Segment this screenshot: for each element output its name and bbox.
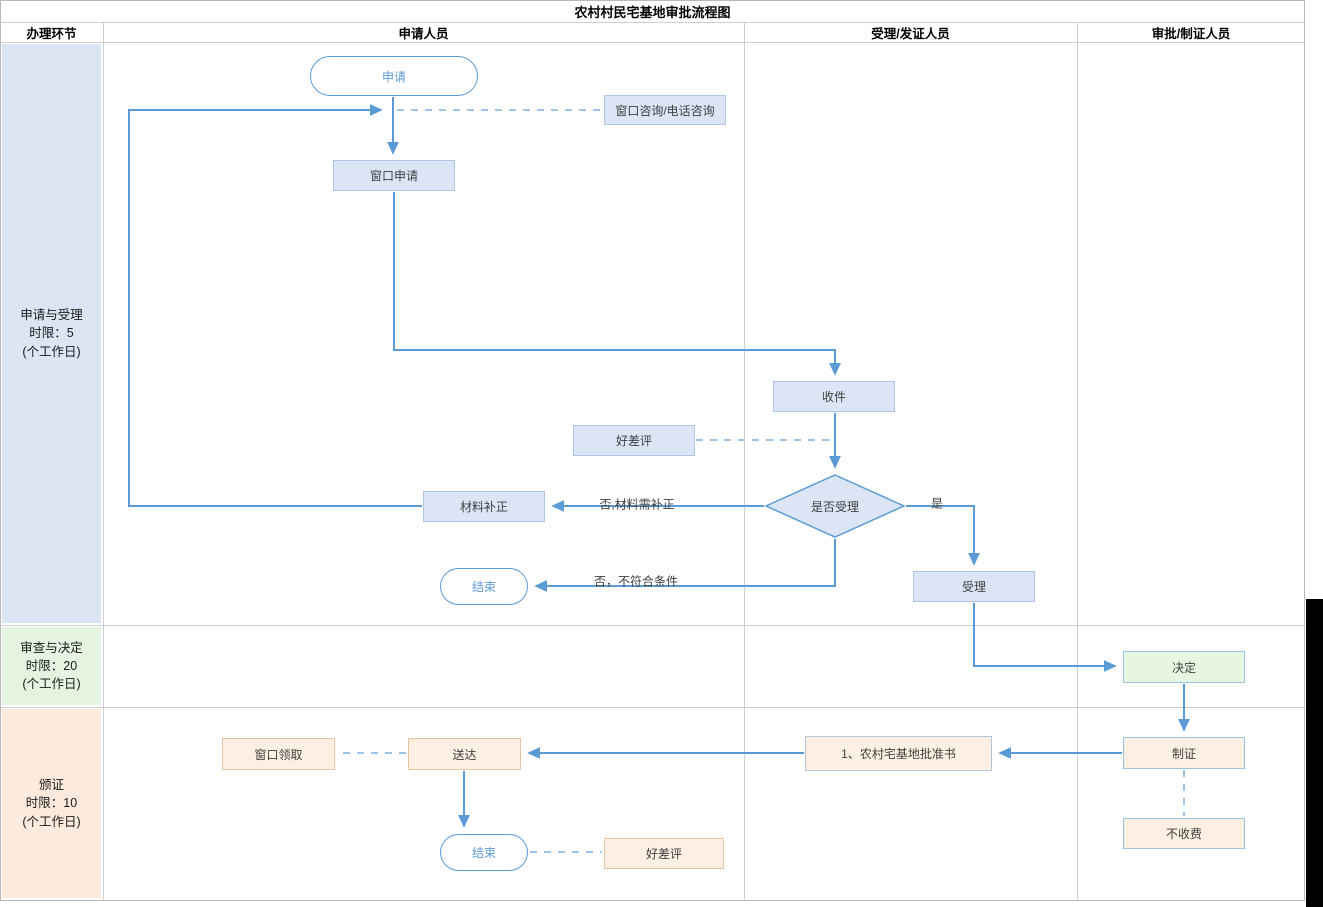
- lane2-divider: [0, 707, 1305, 708]
- connector-accept-to-decide: [973, 603, 1117, 672]
- correction-node: 材料补正: [423, 491, 545, 522]
- lane-label-certify: 颁证 时限：10 (个工作日): [2, 709, 101, 898]
- lane2-unit: (个工作日): [22, 677, 81, 692]
- make-cert-node: 制证: [1123, 737, 1245, 769]
- lane1-time: 时限：5: [29, 326, 74, 341]
- col-acceptor-divider: [1077, 22, 1078, 900]
- end2-node: 结束: [440, 834, 528, 871]
- accept-node: 受理: [913, 571, 1035, 602]
- lane2-name: 审查与决定: [20, 640, 83, 655]
- decision-node: 是否受理: [765, 474, 905, 538]
- col-applicant-divider: [744, 22, 745, 900]
- lane1-background: [2, 44, 101, 623]
- edge-label-no-correction: 否,材料需补正: [599, 497, 675, 512]
- approval-doc-node: 1、农村宅基地批准书: [805, 736, 992, 771]
- lane3-time: 时限：10: [25, 796, 78, 811]
- connector-correction-loop: [128, 104, 422, 507]
- title-row-divider: [0, 22, 1305, 23]
- page-title: 农村村民宅基地审批流程图: [574, 4, 731, 20]
- column-header-stage: 办理环节: [26, 26, 77, 41]
- header-row-divider: [0, 42, 1305, 43]
- table-outline: [0, 0, 1305, 901]
- review-bottom-node: 好差评: [604, 838, 724, 869]
- connector-windowapply-to-receive: [393, 192, 841, 376]
- col-stage-divider: [103, 22, 104, 900]
- window-apply-node: 窗口申请: [333, 160, 455, 191]
- lane2-time: 时限：20: [25, 658, 78, 673]
- end1-node: 结束: [440, 568, 528, 605]
- column-header-applicant: 申请人员: [398, 26, 449, 41]
- connector-decision-to-end1: [534, 539, 836, 592]
- column-header-acceptor: 受理/发证人员: [871, 26, 950, 41]
- lane1-divider: [0, 625, 1305, 626]
- lane-label-review-decide: 审查与决定 时限：20 (个工作日): [2, 627, 101, 705]
- lane3-unit: (个工作日): [22, 814, 81, 829]
- lane3-name: 颁证: [38, 778, 64, 793]
- pickup-node: 窗口领取: [222, 738, 335, 770]
- lane3-background: [2, 709, 101, 898]
- lane-label-apply-accept: 申请与受理 时限：5 (个工作日): [2, 44, 101, 623]
- edge-label-no-reject: 否，不符合条件: [593, 574, 679, 589]
- consult-node: 窗口咨询/电话咨询: [604, 95, 726, 125]
- receive-node: 收件: [773, 381, 895, 412]
- lane1-unit: (个工作日): [22, 344, 81, 359]
- decide-node: 决定: [1123, 651, 1245, 683]
- connector-decision-to-accept: [906, 505, 980, 566]
- column-header-approver: 审批/制证人员: [1151, 26, 1231, 41]
- deliver-node: 送达: [408, 738, 521, 770]
- decision-label: 是否受理: [810, 499, 859, 514]
- lane1-name: 申请与受理: [20, 308, 83, 323]
- lane2-background: [2, 627, 101, 705]
- edge-label-yes: 是: [930, 496, 944, 511]
- black-redaction-block: [1306, 599, 1323, 907]
- no-fee-node: 不收费: [1123, 818, 1245, 849]
- start-node: 申请: [310, 56, 478, 96]
- decision-diamond-shape: [765, 474, 905, 538]
- review-mid-node: 好差评: [573, 425, 695, 456]
